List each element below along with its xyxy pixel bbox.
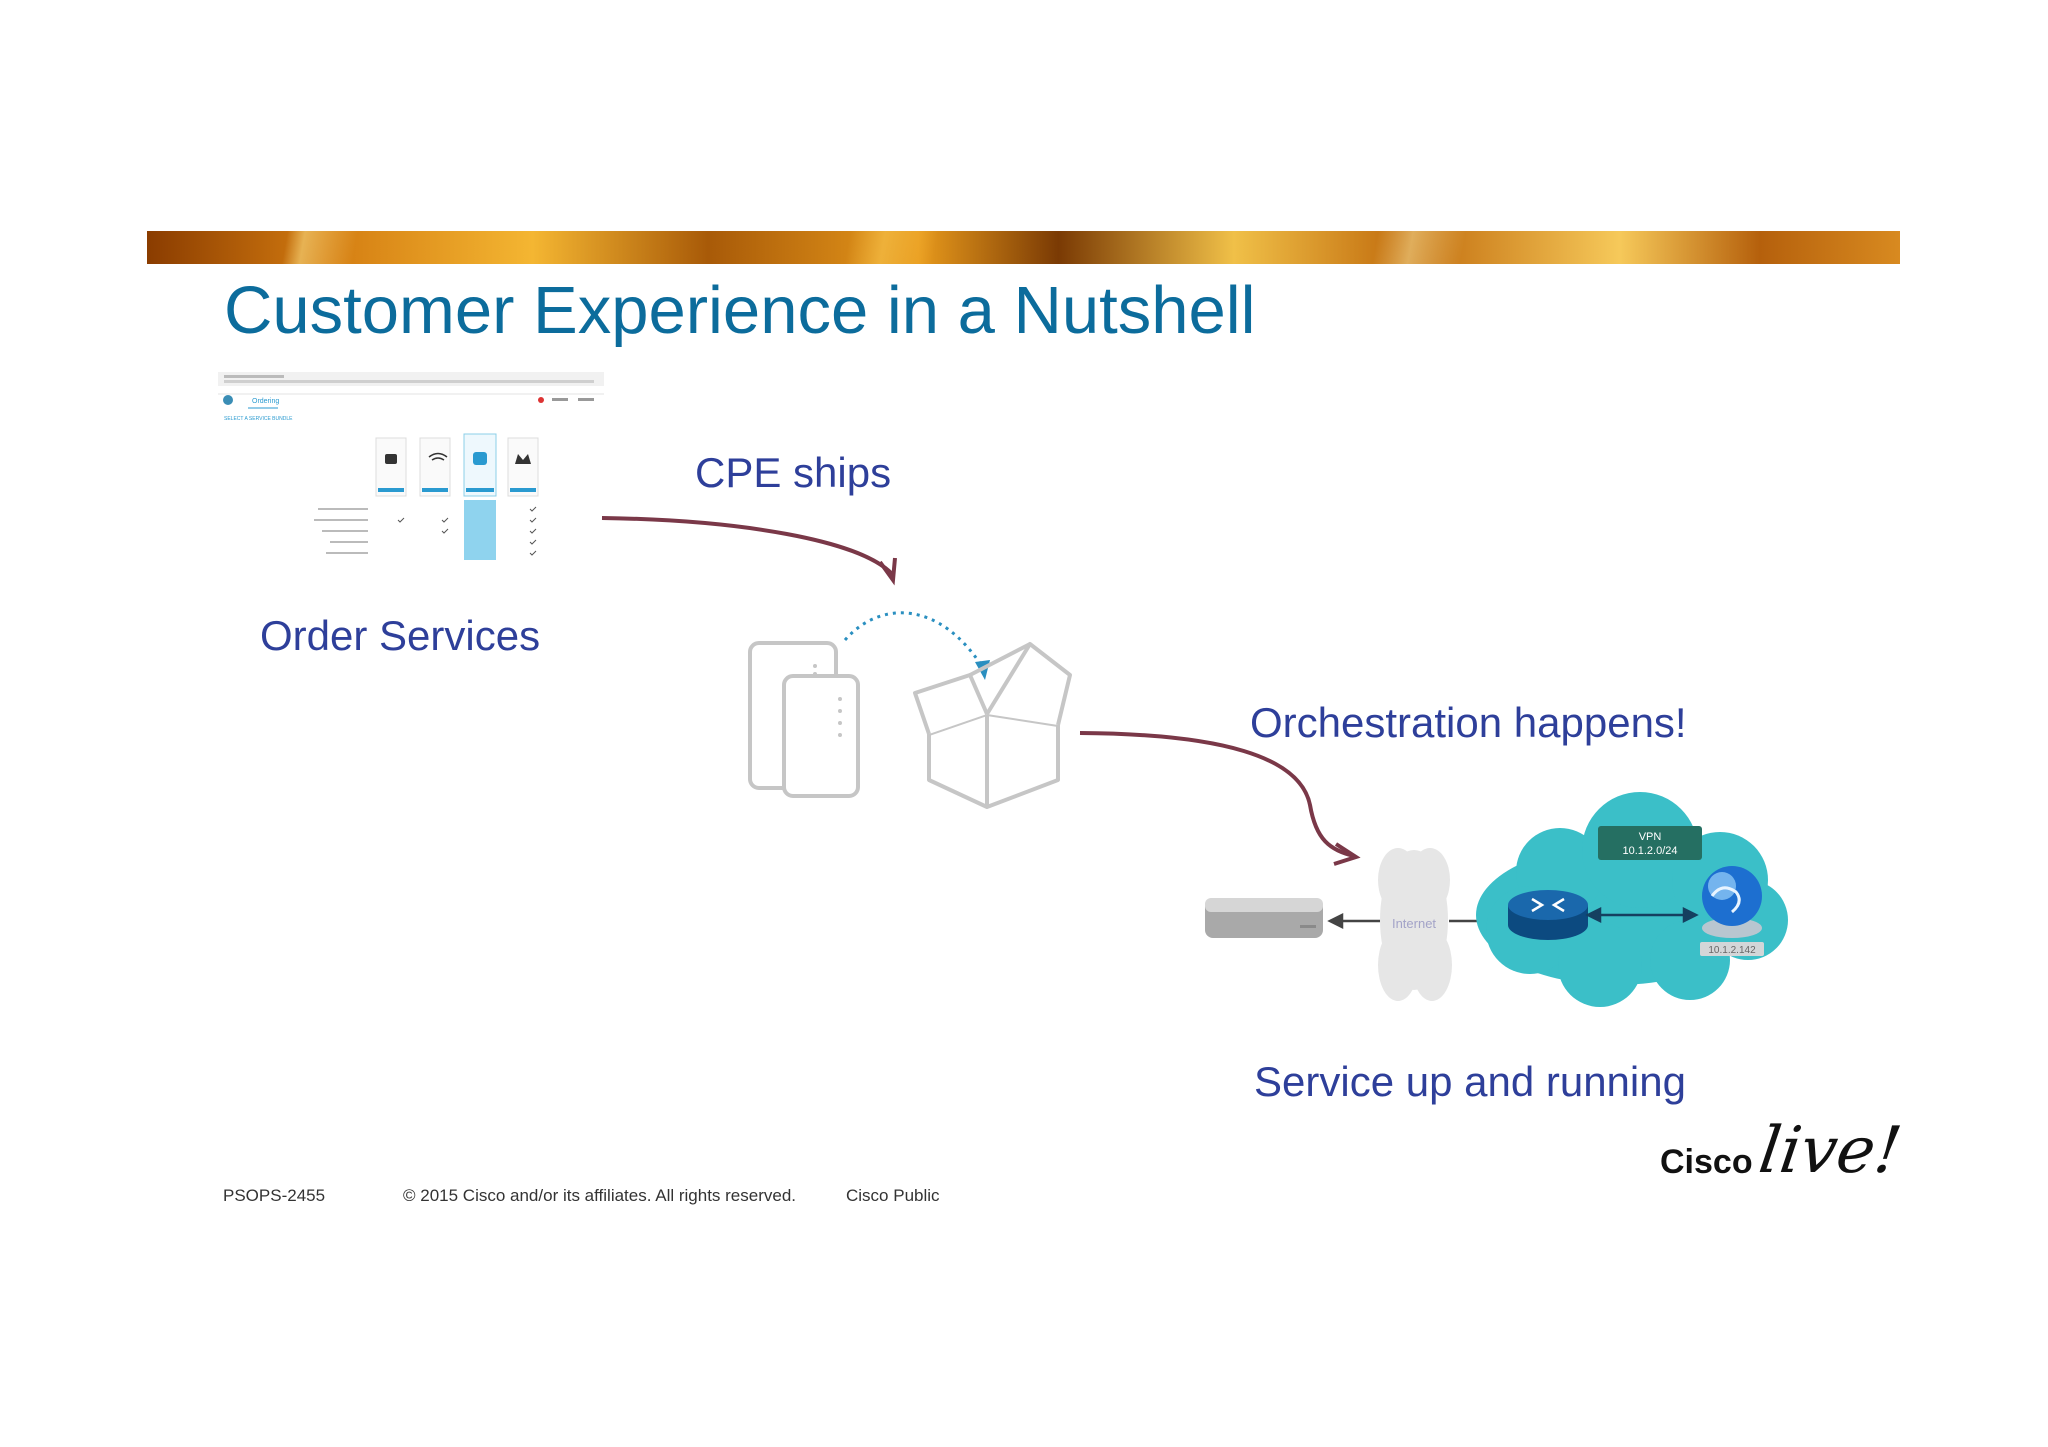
- label-service-running: Service up and running: [1254, 1058, 1686, 1105]
- cisco-live-logo: Cisco live!: [1660, 1108, 1906, 1188]
- thumbnail-app-title: Ordering: [252, 398, 279, 405]
- vpn-tag-subnet: 10.1.2.0/24: [1622, 845, 1677, 857]
- vpn-tag-label: VPN: [1639, 831, 1662, 843]
- host-ip-label: 10.1.2.142: [1708, 945, 1756, 956]
- label-orchestration: Orchestration happens!: [1250, 699, 1687, 746]
- internet-cloud-icon: [1378, 848, 1452, 1001]
- label-cpe-ships: CPE ships: [695, 449, 892, 496]
- globe-host-icon: [1702, 866, 1762, 938]
- open-box-icon: [913, 642, 1072, 809]
- link-router-host: [1585, 906, 1699, 924]
- link-appliance-internet: [1327, 912, 1380, 930]
- logo-event: live!: [1754, 1114, 1906, 1188]
- router-icon: [1508, 890, 1588, 940]
- flow-arrow-ship: [601, 516, 894, 576]
- flow-arrowhead-orchestrate: [1333, 842, 1361, 866]
- footer-copyright: © 2015 Cisco and/or its affiliates. All …: [403, 1186, 797, 1205]
- internet-label: Internet: [1392, 916, 1436, 931]
- logo-brand: Cisco: [1660, 1143, 1753, 1181]
- thumbnail-section-title: SELECT A SERVICE BUNDLE: [224, 416, 293, 422]
- bundle-cards: [375, 433, 539, 560]
- ordering-screenshot: Ordering SELECT A SERVICE BUNDLE: [218, 372, 604, 564]
- label-order-services: Order Services: [260, 612, 541, 659]
- dotted-arc-arrow: [843, 611, 985, 669]
- router-appliance-icon: [1205, 898, 1323, 938]
- cpe-device-icon: [748, 641, 860, 798]
- footer-classification: Cisco Public: [846, 1186, 940, 1205]
- header-banner: [147, 231, 1900, 264]
- slide-title: Customer Experience in a Nutshell: [224, 273, 1256, 348]
- vpn-tag: [1598, 826, 1702, 860]
- flow-arrowhead-ship: [878, 557, 897, 586]
- footer-session-code: PSOPS-2455: [223, 1186, 326, 1205]
- flow-arrow-orchestrate: [1079, 731, 1355, 858]
